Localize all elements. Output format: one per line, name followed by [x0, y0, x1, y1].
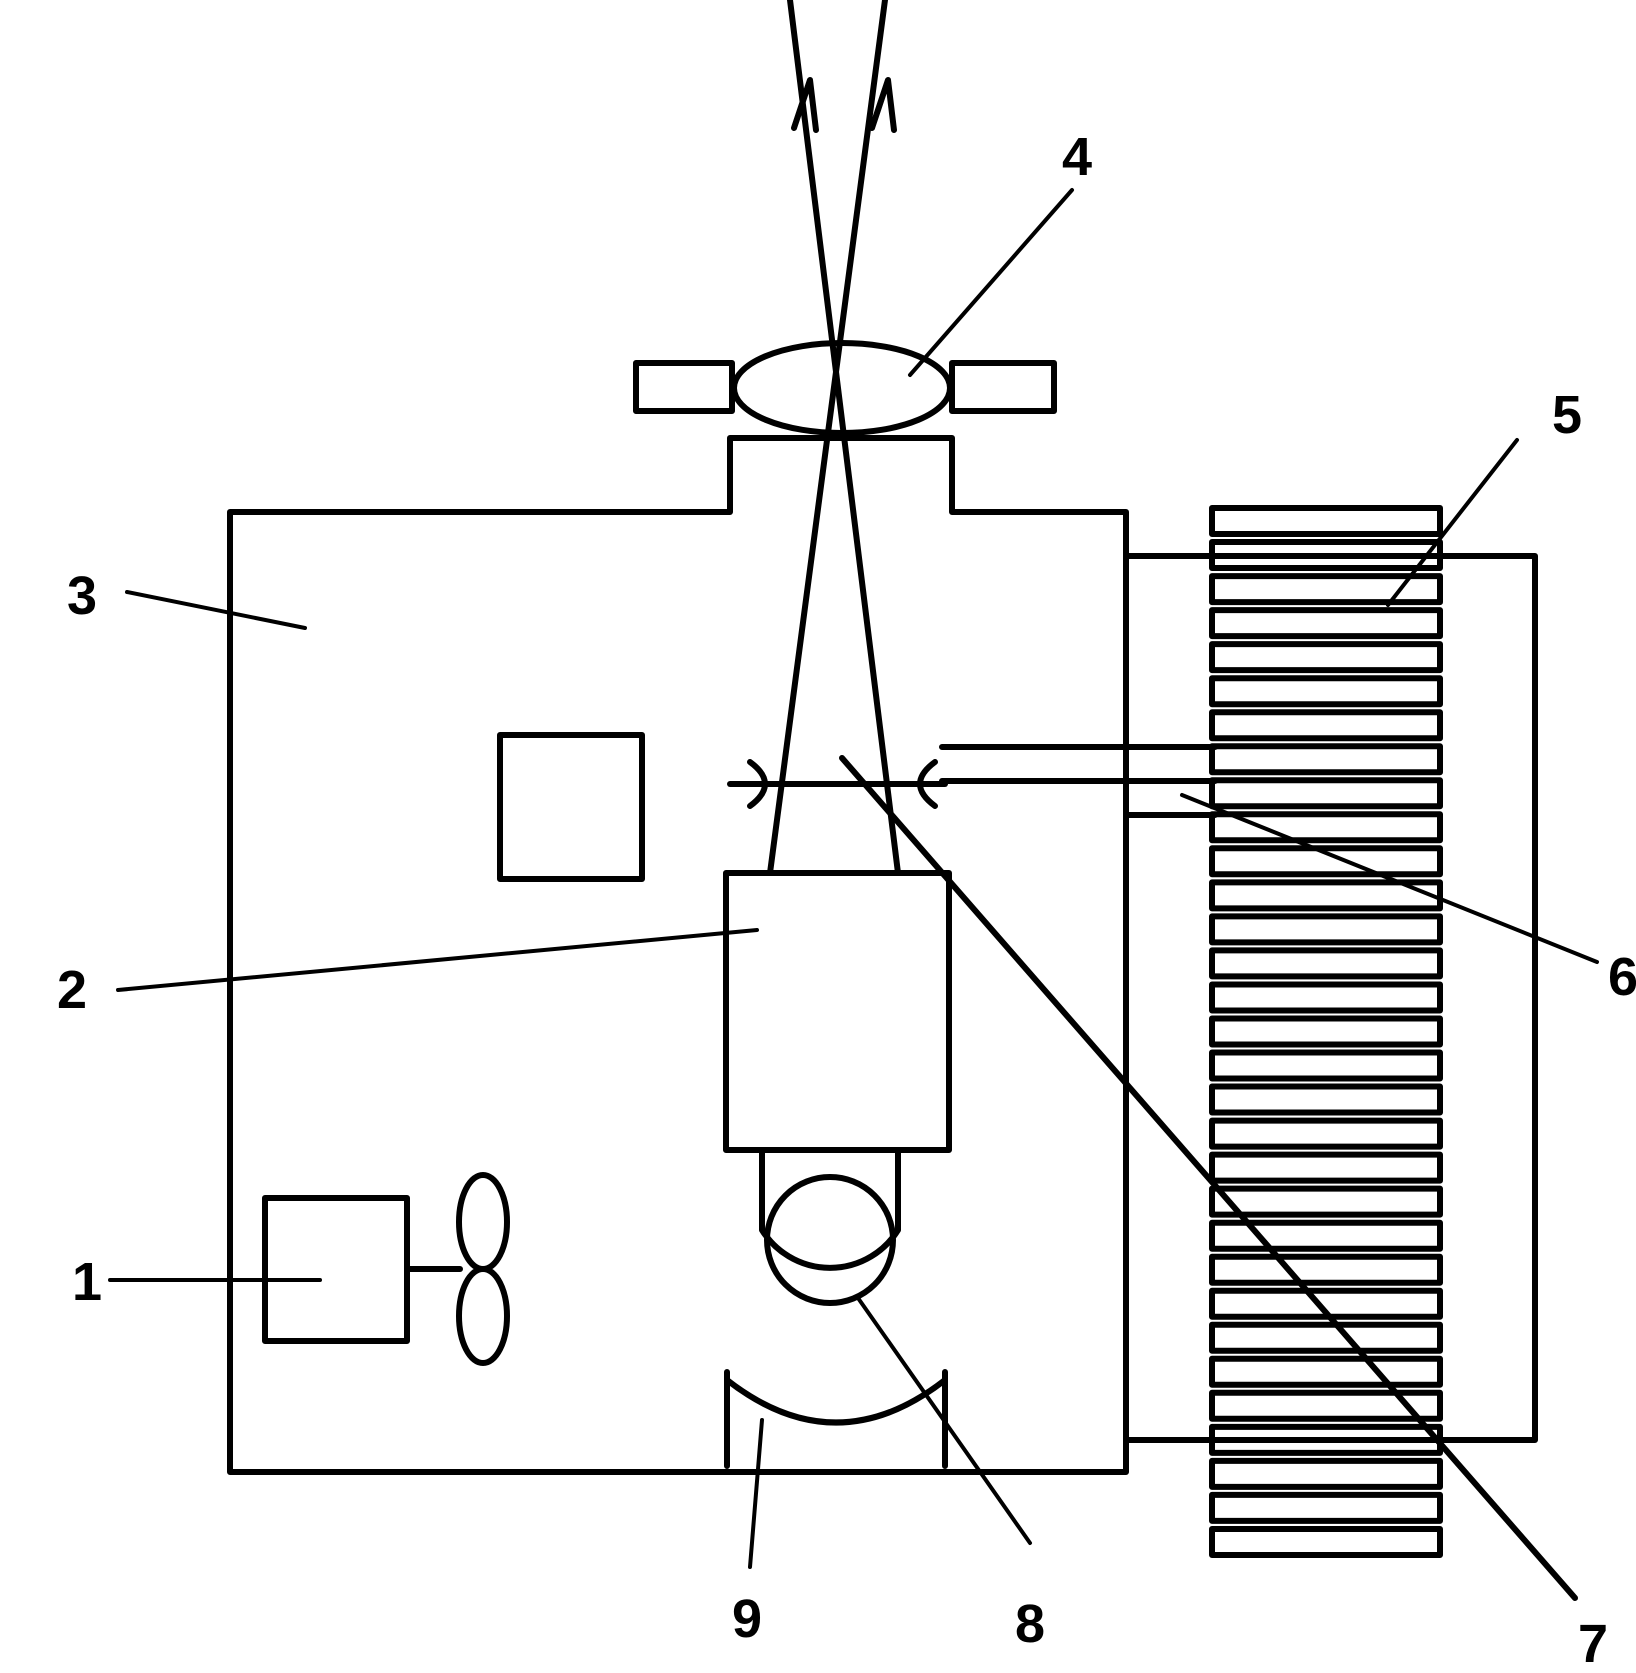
heat-sink-rib — [1209, 811, 1443, 844]
housing — [227, 435, 1129, 1475]
heat-sink-rib — [1209, 539, 1443, 571]
small-square-component — [497, 732, 645, 882]
emitter-block — [723, 870, 952, 1153]
light-beam-right — [787, 0, 901, 876]
leader-6 — [1180, 793, 1599, 964]
heat-sink-rib — [1209, 1185, 1443, 1218]
leader-9 — [748, 1418, 764, 1569]
heat-sink-rib — [1209, 981, 1443, 1014]
leader-4 — [908, 188, 1074, 377]
label-6: 6 — [1608, 947, 1636, 1007]
label-4: 4 — [1062, 127, 1092, 187]
heat-sink-rib — [1209, 1526, 1443, 1558]
heat-sink-rib — [1209, 845, 1443, 878]
ball — [764, 1174, 896, 1306]
heat-sink-rib — [1209, 1491, 1443, 1524]
heat-sink-rib — [1209, 1389, 1443, 1422]
label-5: 5 — [1552, 385, 1582, 445]
heat-sink-rib — [1209, 573, 1443, 606]
heat-sink-rib — [1209, 675, 1443, 708]
heat-sink-rib — [1209, 777, 1443, 810]
label-1: 1 — [72, 1252, 102, 1312]
heat-sink-rib — [1209, 505, 1443, 537]
ball-holder — [759, 1147, 901, 1271]
side-enclosure — [1123, 553, 1538, 1443]
label-8: 8 — [1015, 1594, 1045, 1654]
heat-sink-rib — [1209, 947, 1443, 980]
label-2: 2 — [57, 960, 87, 1020]
heat-sink-rib — [1209, 743, 1443, 776]
shaft-end-right — [917, 759, 938, 809]
heat-sink — [1209, 505, 1443, 1558]
arrow-head-left — [791, 77, 819, 133]
light-beam-left — [767, 0, 888, 876]
heat-sink-rib — [1209, 1219, 1443, 1252]
lens-mount-right — [949, 360, 1057, 414]
leader-2 — [116, 928, 759, 992]
shaft-end-left — [747, 759, 768, 809]
leader-8 — [856, 1296, 1032, 1545]
heat-sink-rib — [1209, 1049, 1443, 1082]
heat-sink-rib — [1209, 1015, 1443, 1048]
lens-mount-left — [633, 360, 735, 414]
heat-sink-rib — [1209, 709, 1443, 742]
leader-5 — [1386, 438, 1519, 607]
heat-sink-rib — [1209, 1151, 1443, 1184]
heat-sink-rib — [1209, 879, 1443, 912]
arrow-head-right — [869, 77, 897, 133]
heat-sink-rib — [1209, 1321, 1443, 1354]
shaft-rod — [939, 744, 1218, 818]
diagonal-rod — [839, 755, 1578, 1601]
heat-sink-rib — [1209, 1083, 1443, 1116]
label-3: 3 — [67, 566, 97, 626]
heat-sink-rib — [1209, 1457, 1443, 1490]
heat-sink-rib — [1209, 607, 1443, 640]
heat-sink-rib — [1209, 1355, 1443, 1388]
fan-blade-bottom — [456, 1266, 510, 1366]
fan-motor — [262, 1195, 410, 1344]
heat-sink-rib — [1209, 1253, 1443, 1286]
heat-sink-rib — [1209, 641, 1443, 674]
label-7: 7 — [1578, 1614, 1608, 1673]
leader-3 — [125, 590, 307, 630]
label-9: 9 — [732, 1589, 762, 1649]
heat-sink-rib — [1209, 1117, 1443, 1150]
heat-sink-rib — [1209, 913, 1443, 946]
fan-blade-top — [456, 1172, 510, 1272]
